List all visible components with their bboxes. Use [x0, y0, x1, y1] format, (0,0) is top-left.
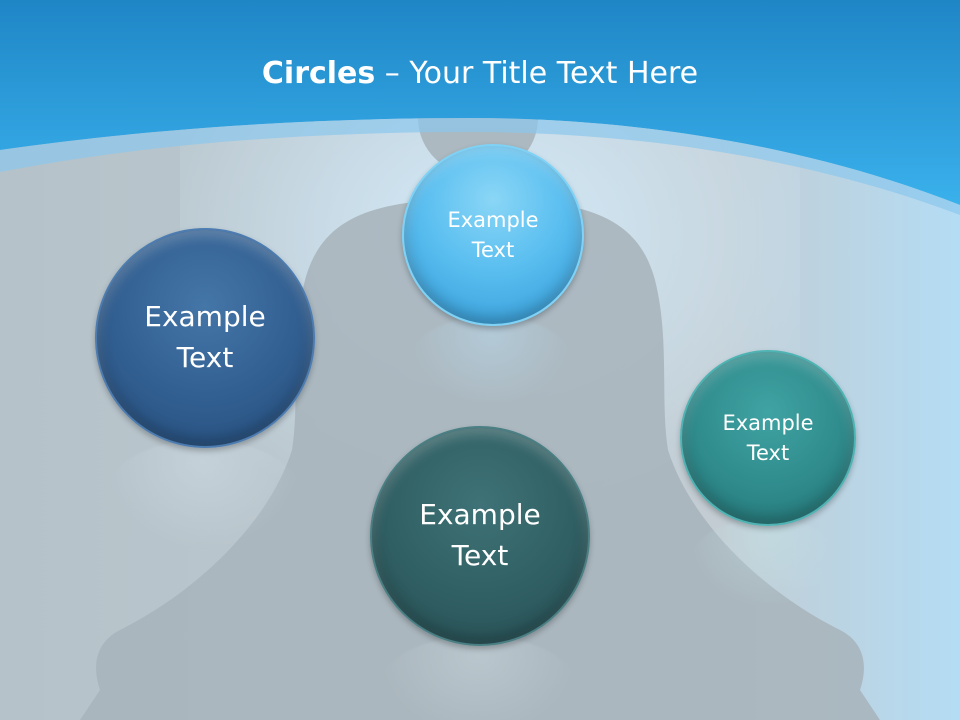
- circle-bottom-reflection: [380, 636, 576, 720]
- circle-right-line1: Example: [722, 410, 814, 435]
- circle-top-line1: Example: [447, 207, 539, 232]
- circle-bottom-line1: Example: [419, 498, 541, 532]
- circle-top: Example Text: [402, 144, 584, 326]
- circle-bottom-line2: Text: [451, 539, 509, 572]
- header-wave: [0, 0, 960, 205]
- circle-left-line2: Text: [176, 341, 234, 374]
- circle-bottom-text: Example Text: [419, 495, 540, 576]
- circle-right-line2: Text: [746, 441, 790, 465]
- title-rest: – Your Title Text Here: [375, 56, 699, 91]
- circle-left-reflection: [105, 440, 301, 550]
- circle-right: Example Text: [680, 350, 856, 526]
- circle-left: Example Text: [95, 228, 315, 448]
- circle-top-line2: Text: [471, 238, 515, 262]
- slide-title: Circles – Your Title Text Here: [0, 52, 960, 96]
- circle-right-reflection: [690, 518, 842, 608]
- circle-left-line1: Example: [144, 300, 266, 334]
- circle-right-text: Example Text: [722, 408, 813, 469]
- circle-left-text: Example Text: [144, 297, 265, 378]
- circle-top-reflection: [410, 316, 572, 406]
- title-bold: Circles: [261, 56, 376, 91]
- circle-bottom: Example Text: [370, 426, 590, 646]
- circle-top-text: Example Text: [447, 205, 538, 266]
